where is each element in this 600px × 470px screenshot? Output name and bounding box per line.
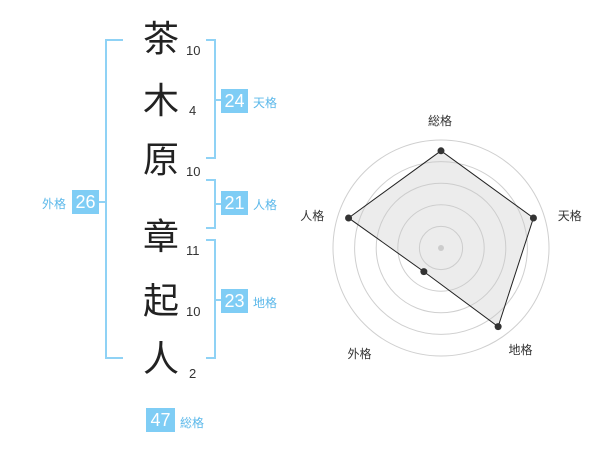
radar-label-tenkaku: 天格 xyxy=(557,208,582,223)
stroke-count-6: 2 xyxy=(189,366,197,381)
chikaku-badge: 23 xyxy=(221,289,248,313)
radar-label-gaikaku: 外格 xyxy=(347,347,372,362)
soukaku-label: 総格 xyxy=(180,416,205,430)
radar-point-1 xyxy=(529,214,537,222)
radar-label-jinkaku: 人格 xyxy=(300,208,325,223)
radar-ring-1 xyxy=(418,225,464,271)
name-char-2: 木 xyxy=(142,81,179,122)
chikaku-label: 地格 xyxy=(253,296,278,310)
name-char-4: 章 xyxy=(142,217,179,258)
stroke-count-3: 10 xyxy=(186,164,201,179)
radar-point-2 xyxy=(494,323,502,331)
radar-center-dot xyxy=(438,245,444,251)
radar-point-3 xyxy=(420,268,428,276)
stroke-count-2: 4 xyxy=(189,103,197,118)
stroke-count-1: 10 xyxy=(186,43,201,58)
stroke-count-4: 11 xyxy=(186,243,200,258)
soukaku-badge: 47 xyxy=(146,408,175,432)
radar-point-4 xyxy=(345,214,353,222)
radar-polygon xyxy=(347,150,535,328)
radar-label-soukaku: 総格 xyxy=(428,114,453,128)
name-char-5: 起 xyxy=(142,281,179,322)
stroke-count-5: 10 xyxy=(186,304,201,319)
radar-label-chikaku: 地格 xyxy=(508,343,533,358)
tenkaku-label: 天格 xyxy=(253,96,278,110)
name-char-3: 原 xyxy=(142,140,179,181)
gaikaku-label: 外格 xyxy=(42,197,67,211)
radar-point-0 xyxy=(437,147,445,155)
radar-ring-3 xyxy=(375,182,507,314)
name-char-1: 茶 xyxy=(142,19,179,60)
radar-ring-4 xyxy=(354,161,528,335)
radar-ring-2 xyxy=(397,204,485,292)
tenkaku-badge: 24 xyxy=(221,89,248,113)
jinkaku-label: 人格 xyxy=(253,198,278,212)
gaikaku-bracket xyxy=(105,39,123,359)
name-char-6: 人 xyxy=(142,339,179,380)
jinkaku-badge: 21 xyxy=(221,191,248,215)
gaikaku-badge: 26 xyxy=(72,190,99,214)
